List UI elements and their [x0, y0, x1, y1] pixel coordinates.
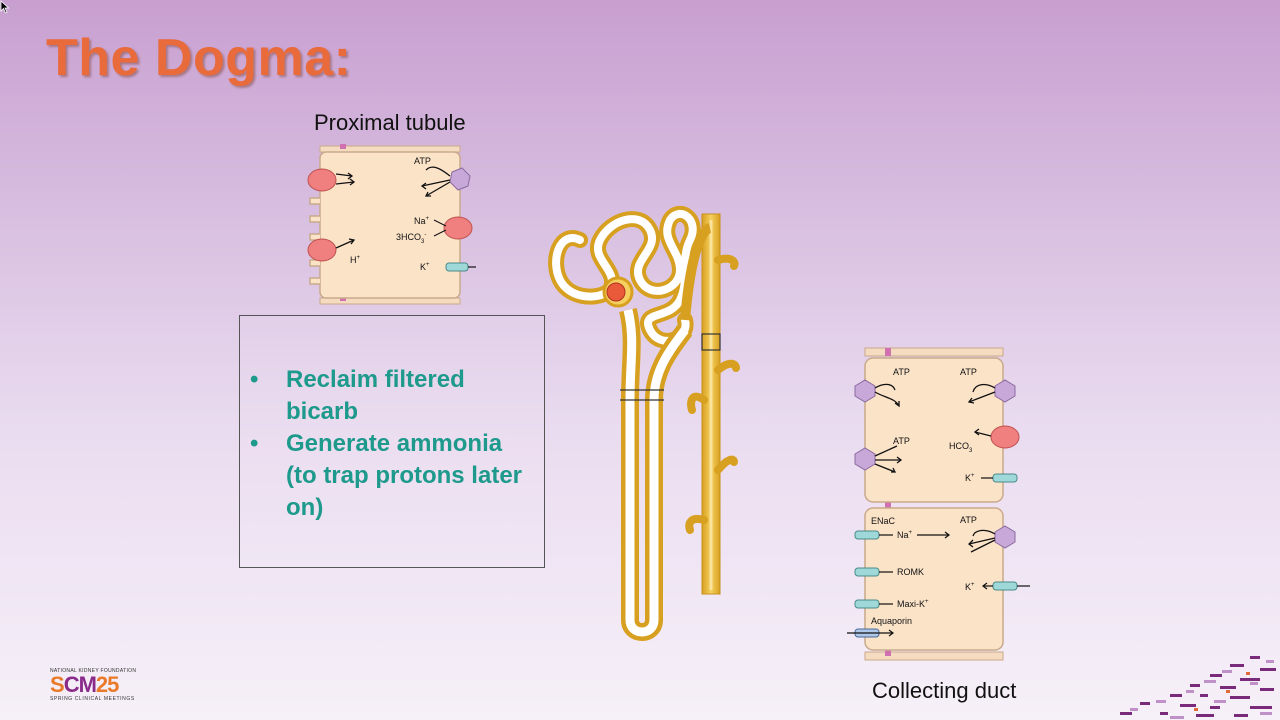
apical-exchanger-top	[307, 168, 337, 192]
cd-romk-label: ROMK	[897, 567, 924, 577]
cd-k2-label: K+	[965, 582, 975, 592]
cd-maxik-label: Maxi-K+	[897, 599, 929, 609]
cd-atp3-label: ATP	[960, 367, 977, 377]
cd-hco3-label: HCO3	[949, 441, 973, 454]
collecting-duct-label: Collecting duct	[872, 678, 1017, 703]
pt-k-channel	[445, 262, 469, 272]
mouse-cursor-icon	[0, 0, 10, 14]
principal-cell	[864, 507, 1004, 651]
pt-h-label: H+	[350, 255, 361, 265]
cd-atpase-basolateral-top	[994, 379, 1016, 403]
bullet-generate-ammonia: Generate ammonia (to trap protons later …	[248, 428, 534, 524]
scm25-logo: NATIONAL KIDNEY FOUNDATION SCM25 SPRING …	[50, 668, 145, 702]
proximal-tubule-label: Proximal tubule	[314, 110, 466, 135]
cd-na-k-atpase-pc	[994, 525, 1016, 549]
logo-org-name: NATIONAL KIDNEY FOUNDATION	[50, 668, 137, 674]
key-points-box: Reclaim filtered bicarb Generate ammonia…	[239, 315, 545, 568]
pt-hco3-label: 3HCO3-	[396, 232, 426, 245]
cd-romk-channel	[854, 567, 880, 577]
logo-scm25: SCM25	[50, 672, 119, 697]
pt-na-label: Na+	[414, 216, 430, 226]
pt-na-hco3-cotransporter	[443, 216, 473, 240]
cd-atp2-label: ATP	[893, 436, 910, 446]
cd-enac-label: ENaC	[871, 516, 896, 526]
cd-k-channel-ic	[992, 473, 1018, 483]
cd-enac-channel	[854, 530, 880, 540]
cd-k1-label: K+	[965, 473, 975, 483]
cd-hco3-exchanger	[990, 425, 1020, 449]
slide-title: The Dogma:	[46, 29, 352, 87]
cd-atp1-label: ATP	[893, 367, 910, 377]
proximal-tubule-cell-diagram: H+ ATP Na+ 3HCO3- K+	[307, 144, 476, 305]
pt-k-label: K+	[420, 262, 430, 272]
cd-aquaporin-label: Aquaporin	[871, 616, 912, 626]
cd-atp4-label: ATP	[960, 515, 977, 525]
intercalated-cell	[864, 357, 1004, 503]
bullet-reclaim-bicarb: Reclaim filtered bicarb	[248, 364, 534, 428]
proximal-cell-body	[319, 151, 461, 299]
logo-subtitle: SPRING CLINICAL MEETINGS	[50, 696, 135, 702]
pt-atp-label: ATP	[414, 156, 431, 166]
decorative-pixel-pattern	[1120, 656, 1276, 719]
cd-h-atpase-apical-top	[854, 379, 876, 403]
cd-na-label: Na+	[897, 530, 913, 540]
cd-maxik-channel	[854, 599, 880, 609]
collecting-duct-cell-diagram: ATP ATP ATP HCO3 K+ ENaC Na+ ATP R	[847, 347, 1030, 661]
apical-exchanger-bottom	[307, 238, 337, 262]
cd-k-channel-pc	[992, 581, 1018, 591]
nephron-illustration	[548, 206, 740, 641]
